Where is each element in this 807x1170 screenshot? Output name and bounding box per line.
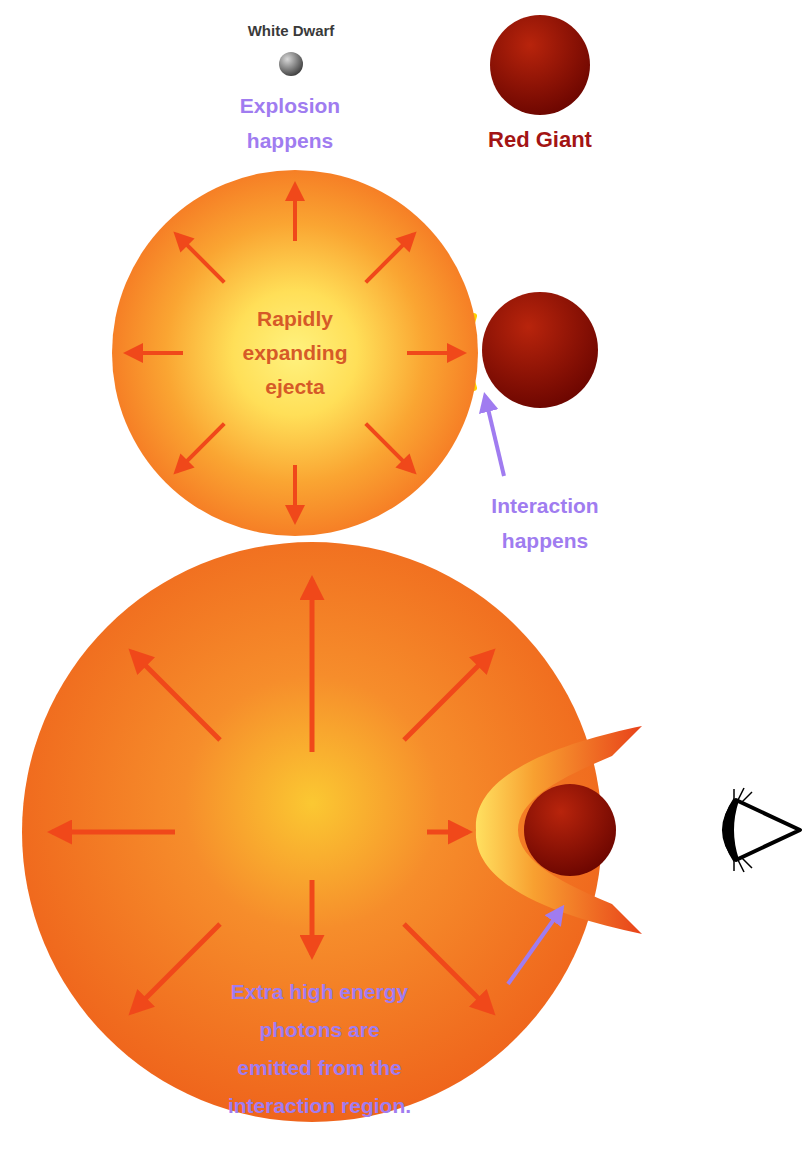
interaction-cone xyxy=(476,726,642,934)
leader-arrow xyxy=(485,396,504,476)
ejecta-circle: Rapidly expanding ejecta xyxy=(112,170,478,536)
red-giant-star xyxy=(482,292,598,408)
red-giant-star xyxy=(490,15,590,115)
white-dwarf-star xyxy=(278,51,304,77)
event-label: Interaction happens xyxy=(450,488,640,558)
region-label: Rapidly expanding ejecta xyxy=(220,302,370,404)
star-name: Red Giant xyxy=(470,127,610,153)
annotation-label: Extra high energy photons are emitted fr… xyxy=(222,973,417,1125)
white-dwarf-node: White Dwarf xyxy=(215,22,367,77)
red-giant-star xyxy=(524,784,616,876)
expansion-arrows xyxy=(52,580,492,1012)
event-label: Explosion happens xyxy=(200,88,380,158)
leader-arrow xyxy=(508,908,562,984)
observer-eye xyxy=(724,788,800,872)
red-giant-node: Red Giant xyxy=(470,15,610,153)
star-name: White Dwarf xyxy=(215,22,367,40)
